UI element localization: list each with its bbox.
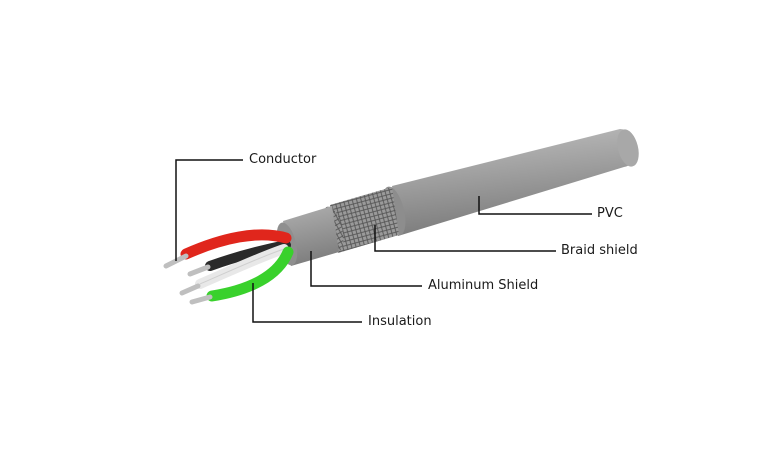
white-conductor	[179, 283, 201, 296]
green-conductor	[189, 294, 213, 305]
green-wire	[206, 246, 294, 302]
insulation-label: Insulation	[368, 314, 432, 329]
black-conductor	[187, 264, 211, 277]
pvc-jacket	[392, 129, 638, 236]
aluminum-shield-label: Aluminum Shield	[428, 278, 539, 293]
red-wire	[180, 229, 292, 260]
conductor-leader	[175, 159, 243, 261]
pvc-leader	[478, 196, 592, 215]
braid-shield-leader	[374, 225, 556, 252]
insulation-leader	[252, 283, 362, 323]
pvc-label: PVC	[597, 206, 623, 221]
braid-shield-label: Braid shield	[561, 243, 638, 258]
conductor-label: Conductor	[249, 152, 317, 167]
aluminum-shield-leader	[310, 251, 422, 287]
jacket-end-cap	[617, 129, 639, 167]
white-wire-edge	[199, 248, 285, 285]
braid-shield	[330, 187, 399, 253]
